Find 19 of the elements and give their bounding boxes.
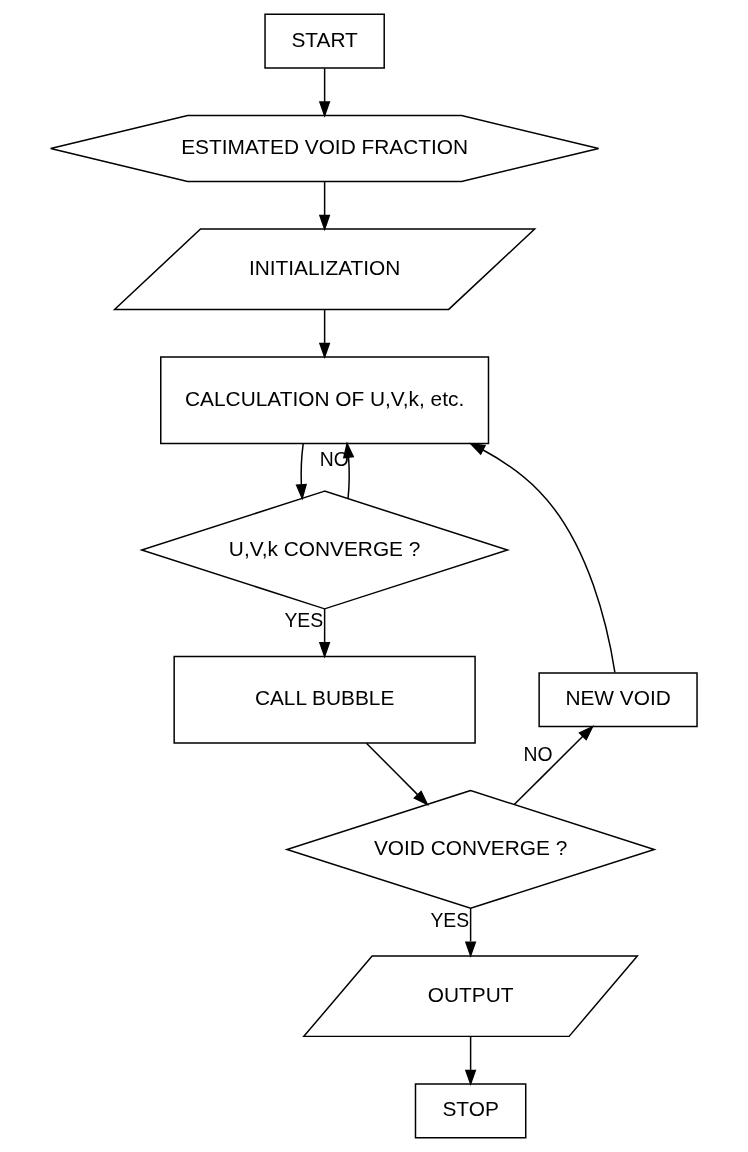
arrow [295, 443, 308, 501]
node-box: STOP [414, 1083, 527, 1139]
arrow [318, 67, 331, 118]
edge-label: NO [523, 742, 553, 765]
arrow [468, 442, 616, 674]
node-box: CALCULATION OF U,V,k, etc. [160, 356, 490, 445]
node-box: CALL BUBBLE [173, 655, 476, 744]
arrow [365, 742, 429, 806]
node-box: NEW VOID [538, 672, 698, 728]
node-box: START [264, 13, 385, 69]
arrow [464, 1035, 477, 1087]
arrow [513, 725, 594, 806]
edge-label: YES [430, 908, 470, 931]
edge-label: YES [284, 609, 324, 632]
arrow [318, 608, 331, 659]
arrow [318, 180, 331, 232]
arrow [318, 309, 331, 360]
node-diamond: U,V,k CONVERGE ? [139, 490, 510, 610]
arrow [464, 907, 477, 958]
